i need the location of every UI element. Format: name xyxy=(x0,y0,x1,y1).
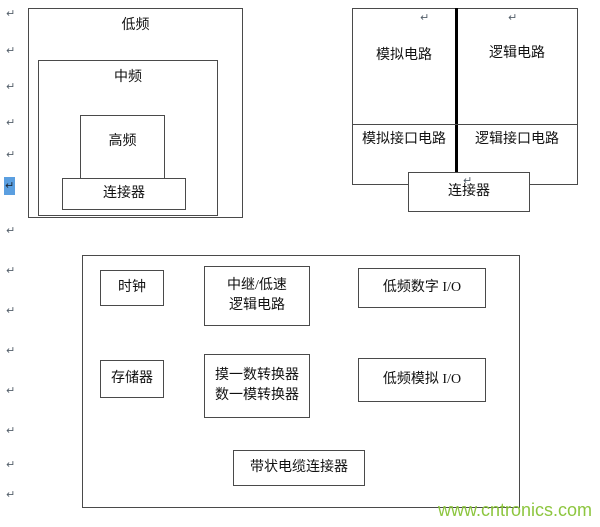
relay-logic-label: 中继/低速 逻辑电路 xyxy=(227,276,287,317)
relay-logic-box: 中继/低速 逻辑电路 xyxy=(204,266,310,326)
logic-interface-label: 逻辑接口电路 xyxy=(475,132,559,147)
converter-label: 摸一数转换器 数一模转换器 xyxy=(215,366,299,407)
ribbon-connector-box: 带状电缆连接器 xyxy=(233,450,365,486)
analog-circuit-label: 模拟电路 xyxy=(376,48,432,63)
memory-label: 存储器 xyxy=(111,370,153,386)
split-diagram-box xyxy=(352,8,578,185)
memory-box: 存储器 xyxy=(100,360,164,398)
paragraph-mark-icon: ↵ xyxy=(463,174,473,187)
split-connector-box: 连接器 xyxy=(408,172,530,212)
high-freq-zone-box: 高频 xyxy=(80,115,165,185)
split-connector-label: 连接器 xyxy=(448,183,490,199)
paragraph-mark-icon: ↵ xyxy=(6,80,16,93)
lowfreq-digital-io-box: 低频数字 I/O xyxy=(358,268,486,308)
interface-separator-line xyxy=(352,124,578,125)
paragraph-mark-icon: ↵ xyxy=(6,264,16,277)
lowfreq-digital-io-label: 低频数字 I/O xyxy=(382,279,462,295)
paragraph-mark-icon: ↵ xyxy=(6,424,16,437)
selected-paragraph-mark-icon: ↵ xyxy=(4,177,16,195)
paragraph-mark-icon: ↵ xyxy=(420,11,430,24)
mid-freq-label: 中频 xyxy=(114,70,142,85)
clock-label: 时钟 xyxy=(118,279,146,295)
paragraph-mark-icon: ↵ xyxy=(6,488,16,501)
paragraph-mark-icon: ↵ xyxy=(6,384,16,397)
low-freq-zone-box: 低频 xyxy=(28,8,243,218)
ribbon-connector-label: 带状电缆连接器 xyxy=(250,459,348,475)
paragraph-mark-icon: ↵ xyxy=(508,11,518,24)
site-watermark: www.cntronics.com xyxy=(437,500,592,520)
nested-connector-box: 连接器 xyxy=(62,178,186,210)
relay-logic-line2: 逻辑电路 xyxy=(228,298,285,313)
paragraph-mark-icon: ↵ xyxy=(6,44,16,57)
high-freq-label: 高频 xyxy=(108,134,137,149)
relay-logic-line1: 中继/低速 xyxy=(227,277,287,293)
adc-line: 摸一数转换器 xyxy=(215,367,299,383)
logic-circuit-label: 逻辑电路 xyxy=(489,46,545,61)
lowfreq-analog-io-box: 低频模拟 I/O xyxy=(358,358,486,402)
board-outline-box xyxy=(82,255,520,508)
paragraph-mark-icon: ↵ xyxy=(6,304,16,317)
lowfreq-analog-io-label: 低频模拟 I/O xyxy=(382,371,462,387)
analog-interface-label: 模拟接口电路 xyxy=(362,132,446,147)
nested-connector-label: 连接器 xyxy=(103,185,145,201)
clock-box: 时钟 xyxy=(100,270,164,306)
paragraph-mark-icon: ↵ xyxy=(6,458,16,471)
paragraph-mark-icon: ↵ xyxy=(6,224,16,237)
mid-freq-zone-box: 中频 xyxy=(38,60,218,216)
dac-line: 数一模转换器 xyxy=(215,388,299,403)
paragraph-mark-icon: ↵ xyxy=(6,7,16,20)
split-divider-line xyxy=(455,8,458,172)
low-freq-label: 低频 xyxy=(121,18,150,33)
paragraph-mark-icon: ↵ xyxy=(6,116,16,129)
converter-box: 摸一数转换器 数一模转换器 xyxy=(204,354,310,418)
paragraph-mark-icon: ↵ xyxy=(6,148,16,161)
paragraph-mark-icon: ↵ xyxy=(6,344,16,357)
